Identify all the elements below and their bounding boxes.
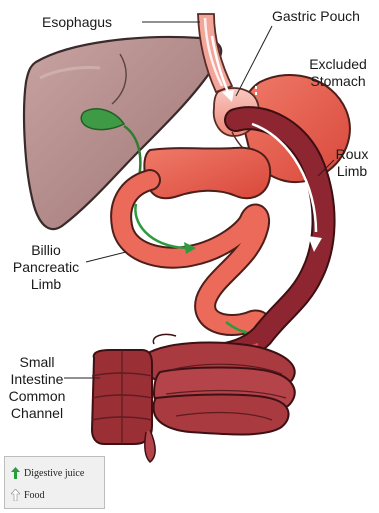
coil-top-shape bbox=[153, 334, 176, 344]
label-biliopancreatic-line-3: Limb bbox=[4, 276, 88, 293]
legend-label-digestive-juice: Digestive juice bbox=[24, 468, 84, 479]
label-biliopancreatic-line-1: Billio bbox=[4, 242, 88, 259]
appendix bbox=[145, 430, 155, 462]
label-common-channel-line-3: Common bbox=[2, 388, 72, 405]
coil-3 bbox=[154, 395, 289, 435]
label-roux-limb-line-2: Limb bbox=[330, 163, 374, 180]
label-esophagus: Esophagus bbox=[42, 14, 112, 31]
label-excluded-stomach-line-2: Stomach bbox=[300, 73, 376, 90]
label-biliopancreatic-line-2: Pancreatic bbox=[4, 259, 88, 276]
white-up-arrow-icon bbox=[11, 489, 20, 501]
label-roux-limb-line-1: Roux bbox=[330, 146, 374, 163]
leader-biliopancreatic bbox=[86, 252, 126, 262]
label-common-channel-line-1: Small bbox=[2, 354, 72, 371]
legend-item-food: Food bbox=[11, 487, 45, 503]
label-biliopancreatic-limb: Billio Pancreatic Limb bbox=[4, 242, 88, 293]
label-common-channel: Small Intestine Common Channel bbox=[2, 354, 72, 422]
label-common-channel-line-4: Channel bbox=[2, 405, 72, 422]
label-excluded-stomach-line-1: Excluded bbox=[300, 56, 376, 73]
legend: Digestive juice Food bbox=[4, 456, 105, 509]
legend-label-food: Food bbox=[24, 490, 45, 501]
legend-item-digestive-juice: Digestive juice bbox=[11, 465, 84, 481]
label-excluded-stomach: Excluded Stomach bbox=[300, 56, 376, 90]
label-common-channel-line-2: Intestine bbox=[2, 371, 72, 388]
biliopancreatic-limb-fill bbox=[121, 180, 262, 332]
common-channel-coils bbox=[147, 334, 295, 434]
label-roux-limb: Roux Limb bbox=[330, 146, 374, 180]
label-gastric-pouch: Gastric Pouch bbox=[272, 8, 360, 25]
green-up-arrow-icon bbox=[11, 467, 20, 479]
stomach-body bbox=[144, 148, 270, 199]
